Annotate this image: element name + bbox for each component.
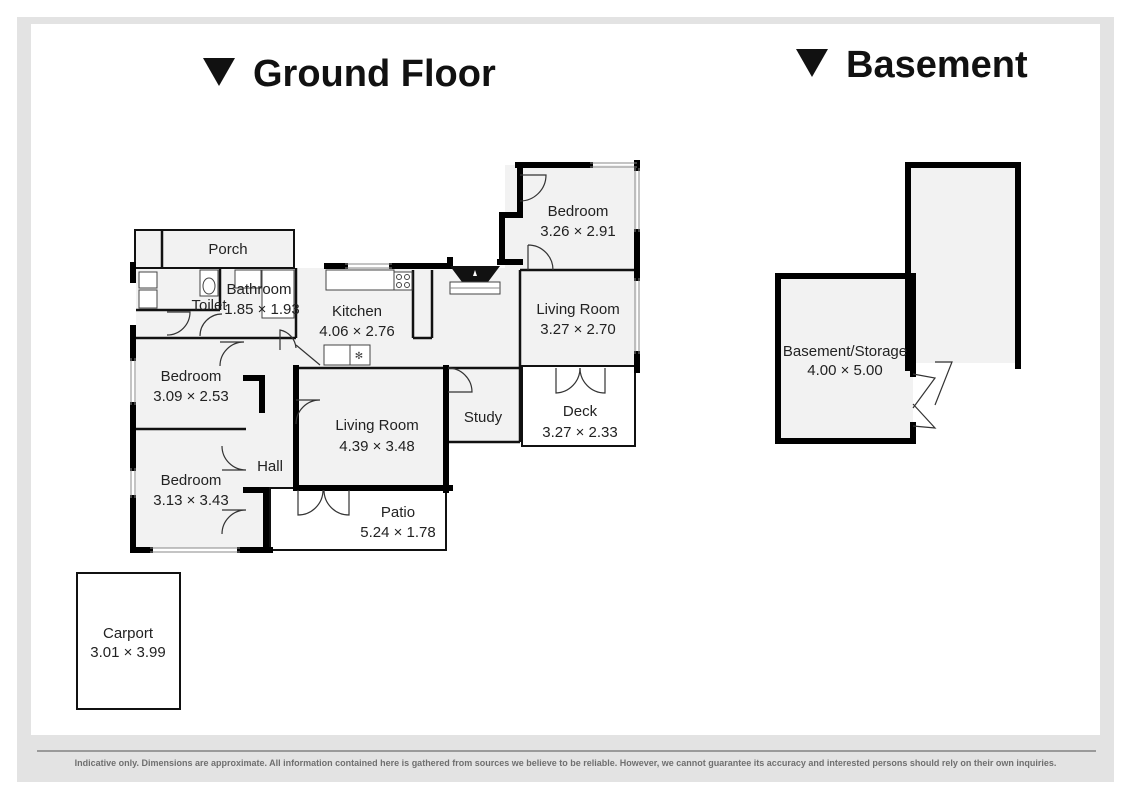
bedroom-bottom-label: Bedroom bbox=[161, 472, 222, 489]
sink-counter-icon bbox=[323, 344, 351, 366]
living-right-area bbox=[520, 270, 637, 366]
bedroom-mid-label: Bedroom bbox=[161, 368, 222, 385]
bathroom-dims: 1.85 × 1.93 bbox=[224, 301, 299, 318]
footer-divider bbox=[37, 750, 1096, 752]
ground-floor-title: Ground Floor bbox=[203, 55, 496, 93]
hall-label: Hall bbox=[257, 458, 283, 475]
stove-icon bbox=[393, 271, 413, 291]
living-main-dims: 4.39 × 3.48 bbox=[339, 438, 414, 455]
bedroom-mid-area bbox=[136, 338, 248, 430]
bedroom-top-dims: 3.26 × 2.91 bbox=[540, 223, 615, 240]
living-right-label: Living Room bbox=[536, 301, 619, 318]
outdoor-areas bbox=[76, 229, 636, 710]
fan-icon: ✻ bbox=[355, 351, 363, 362]
down-triangle-icon bbox=[796, 48, 828, 77]
study-label: Study bbox=[464, 409, 503, 426]
door-swings bbox=[166, 174, 953, 535]
basement-walls bbox=[775, 162, 1021, 444]
carport-outline bbox=[76, 572, 181, 710]
deck-outline bbox=[521, 365, 636, 447]
kitchen-dims: 4.06 × 2.76 bbox=[319, 323, 394, 340]
fireplace-icon bbox=[449, 266, 501, 295]
kitchen-counter-icon bbox=[325, 269, 395, 291]
basement-area bbox=[778, 276, 913, 441]
basement-dims: 4.00 × 5.00 bbox=[807, 362, 882, 379]
bedroom-bottom-dims: 3.13 × 3.43 bbox=[153, 492, 228, 509]
room-fills bbox=[135, 165, 1018, 548]
exterior-walls bbox=[130, 160, 640, 553]
kitchen-label: Kitchen bbox=[332, 303, 382, 320]
porch-outline bbox=[134, 229, 295, 269]
disclaimer-text: Indicative only. Dimensions are approxim… bbox=[74, 758, 1057, 768]
extractor-icon bbox=[349, 344, 371, 366]
ground-floor-title-text: Ground Floor bbox=[253, 53, 496, 95]
patio-label: Patio bbox=[381, 504, 415, 521]
basement-title: Basement bbox=[796, 46, 1028, 84]
deck-label: Deck bbox=[563, 403, 598, 420]
room-labels: Porch Bathroom 1.85 × 1.93 Toilet Kitche… bbox=[90, 203, 907, 661]
study-area bbox=[446, 368, 520, 442]
interior-walls bbox=[136, 230, 637, 444]
porch-label: Porch bbox=[208, 241, 247, 258]
bedroom-top-area bbox=[505, 165, 637, 270]
down-triangle-icon bbox=[203, 57, 235, 86]
vanity-icon bbox=[234, 269, 262, 289]
toilet-label: Toilet bbox=[191, 297, 227, 314]
laundry-tub-icon bbox=[138, 271, 158, 289]
deck-dims: 3.27 × 2.33 bbox=[542, 424, 617, 441]
basement-label: Basement/Storage bbox=[783, 343, 907, 360]
bathtub-icon bbox=[261, 269, 295, 319]
windows bbox=[130, 162, 640, 553]
bathroom-label: Bathroom bbox=[226, 281, 291, 298]
basement-title-text: Basement bbox=[846, 44, 1028, 86]
living-main-label: Living Room bbox=[335, 417, 418, 434]
carport-dims: 3.01 × 3.99 bbox=[90, 644, 165, 661]
patio-dims: 5.24 × 1.78 bbox=[360, 524, 435, 541]
living-right-dims: 3.27 × 2.70 bbox=[540, 321, 615, 338]
bedroom-mid-dims: 3.09 × 2.53 bbox=[153, 388, 228, 405]
bedroom-top-label: Bedroom bbox=[548, 203, 609, 220]
basement-upper-area bbox=[908, 165, 1018, 363]
living-main-area bbox=[296, 368, 446, 488]
washer-icon bbox=[138, 289, 158, 309]
carport-label: Carport bbox=[103, 625, 154, 642]
fixtures bbox=[138, 269, 413, 366]
patio-outline bbox=[269, 487, 447, 551]
bedroom-bottom-area bbox=[136, 430, 248, 548]
